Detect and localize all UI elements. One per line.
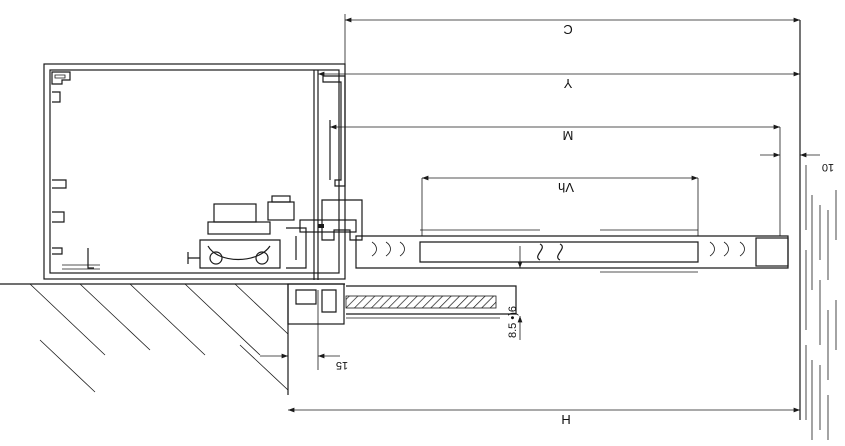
dim-15-label: 15	[336, 359, 348, 371]
wall-section	[799, 20, 837, 440]
dim-y-label: Y	[563, 76, 572, 91]
hardware-assembly	[187, 195, 363, 269]
frame-profile	[43, 63, 346, 280]
sliding-panel	[355, 229, 789, 273]
dim-m-label: M	[563, 128, 574, 143]
dim-gap-label: 8.5 •)6	[507, 306, 519, 338]
dim-c-label: C	[563, 22, 572, 37]
dim-vh-label: Vh	[558, 180, 574, 195]
dimension-lines	[260, 14, 820, 413]
dim-10-label: 10	[822, 161, 834, 173]
ground	[0, 283, 345, 395]
dim-h-label: H	[561, 412, 570, 427]
floor-track	[287, 283, 517, 325]
